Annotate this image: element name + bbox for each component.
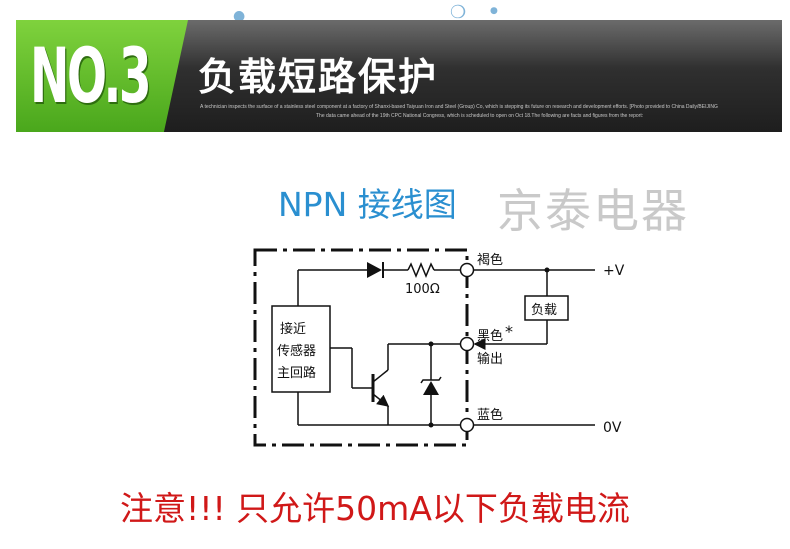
resistor-icon <box>407 262 435 278</box>
water-drop-decoration: ❍ <box>450 2 467 23</box>
water-drop-decoration: ● <box>490 6 498 16</box>
brand-watermark: 京泰电器 <box>497 184 689 238</box>
asterisk-mark: * <box>505 322 513 341</box>
junction-dot <box>428 422 434 428</box>
terminal-blue <box>459 417 475 433</box>
zero-v-label: 0V <box>603 420 622 436</box>
terminal-brown <box>459 262 475 278</box>
sensor-label-line2: 传感器 <box>277 343 316 359</box>
blue-wire-label: 蓝色 <box>477 407 503 423</box>
section-title: 负载短路保护 <box>198 55 439 99</box>
npn-transistor-icon <box>371 344 390 425</box>
brown-wire-label: 褐色 <box>477 252 503 268</box>
sensor-label-line3: 主回路 <box>277 365 316 381</box>
load-box <box>524 295 569 321</box>
plus-v-label: +V <box>603 263 625 279</box>
section-number: NO.3 <box>30 31 152 120</box>
diode-icon <box>367 262 384 278</box>
diagram-title: NPN 接线图 <box>278 185 457 224</box>
zener-diode-icon <box>420 376 442 395</box>
output-label: 输出 <box>477 351 503 367</box>
section-number-badge: NO.3 <box>16 20 188 132</box>
junction-dot <box>428 341 434 347</box>
resistor-value: 100Ω <box>405 282 440 297</box>
banner-caption-line1: A technician inspects the surface of a s… <box>200 104 718 110</box>
load-current-warning: 注意!!! 只允许50mA以下负载电流 <box>120 489 630 528</box>
terminal-black <box>459 336 475 352</box>
sensor-label-line1: 接近 <box>280 321 306 337</box>
sensor-main-circuit-box <box>271 305 331 393</box>
load-label: 负载 <box>531 303 557 318</box>
black-wire-label: 黑色 <box>477 328 503 344</box>
banner-caption-line2: The data came ahead of the 19th CPC Nati… <box>316 113 644 119</box>
section-banner: NO.3 负载短路保护 A technician inspects the su… <box>16 20 782 132</box>
